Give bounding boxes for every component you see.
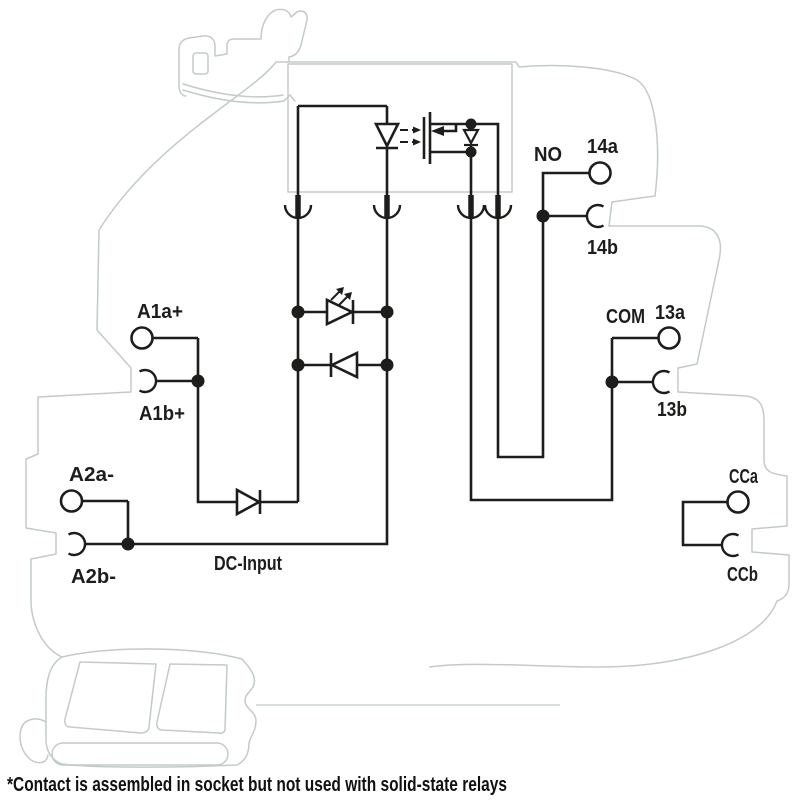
junction-dot: [380, 305, 394, 319]
socket-contact-icon: [372, 204, 402, 220]
status-led-icon: [325, 287, 356, 327]
junction-dot: [291, 305, 305, 319]
mosfet-icon: [422, 112, 480, 164]
junction-dot: [121, 537, 135, 551]
opto-led-triangle: [373, 122, 401, 149]
label-13a: 13a: [655, 302, 686, 324]
label-a1b: A1b+: [139, 403, 185, 425]
label-14b: 14b: [587, 237, 618, 259]
socket-window-left: [64, 661, 157, 734]
terminal-arcs: [67, 203, 740, 558]
label-com: COM: [606, 306, 645, 328]
terminal-a2a: [59, 489, 84, 513]
label-14a: 14a: [587, 136, 619, 158]
relay-unit-box: [287, 63, 513, 193]
module-body-left-edge: [25, 61, 277, 658]
series-diode-icon: [235, 487, 262, 517]
terminal-14b: [585, 203, 605, 229]
module-body-right-edge: [275, 61, 790, 668]
label-no: NO: [534, 144, 562, 166]
terminal-a1a: [130, 326, 154, 350]
label-dc-input: DC-Input: [214, 553, 282, 575]
junction-dot: [536, 209, 550, 223]
label-cca: CCa: [729, 466, 759, 488]
terminal-13a: [657, 326, 681, 350]
body-diode-triangle: [462, 128, 480, 146]
light-arrow-head: [413, 126, 421, 134]
terminal-ccb: [720, 532, 740, 558]
status-led-triangle: [325, 297, 356, 327]
labels: A1a+ A1b+ A2a- A2b- DC-Input NO 14a 14b …: [7, 136, 759, 796]
label-a2b: A2b-: [71, 566, 116, 588]
label-ccb: CCb: [727, 564, 758, 586]
junction-dots: [121, 118, 619, 551]
light-arrow-head: [413, 138, 421, 146]
label-13b: 13b: [657, 399, 687, 421]
socket-contact-icon: [283, 204, 313, 220]
circuit: [59, 104, 750, 558]
junction-dot: [605, 375, 619, 389]
optocoupler-led-icon: [373, 122, 421, 150]
junction-dot: [191, 374, 205, 388]
led-emission-arrowhead: [336, 287, 344, 295]
footnote-text: *Contact is assembled in socket but not …: [7, 774, 507, 796]
socket-foot-hook: [19, 718, 49, 764]
reverse-diode-icon: [328, 350, 359, 380]
din-clip-spring-curves: [182, 83, 296, 104]
reverse-diode-triangle: [328, 350, 359, 380]
terminal-a2b: [67, 531, 87, 557]
din-clip-icon: [178, 8, 308, 97]
led-emission-arrowhead: [344, 292, 352, 300]
junction-dot: [465, 146, 477, 158]
label-a2a: A2a-: [69, 464, 114, 486]
module-housing-outline: [19, 8, 790, 768]
socket-contacts: [283, 195, 513, 220]
terminal-cca: [726, 490, 750, 514]
junction-dot: [291, 358, 305, 372]
socket-contact-icon: [483, 204, 513, 220]
socket-foot-slot: [51, 742, 229, 766]
terminal-14a: [588, 161, 612, 185]
junction-dot: [465, 118, 477, 130]
socket-window-right: [156, 663, 228, 734]
terminal-circles: [59, 161, 750, 514]
junction-dot: [380, 358, 394, 372]
series-diode-triangle: [235, 487, 262, 517]
terminal-a1b: [138, 368, 158, 394]
label-a1a: A1a+: [137, 301, 183, 323]
terminal-13b: [651, 369, 671, 395]
socket-contact-icon: [456, 204, 486, 220]
din-clip-hole: [192, 52, 209, 75]
mosfet-body-arrow: [431, 126, 444, 136]
